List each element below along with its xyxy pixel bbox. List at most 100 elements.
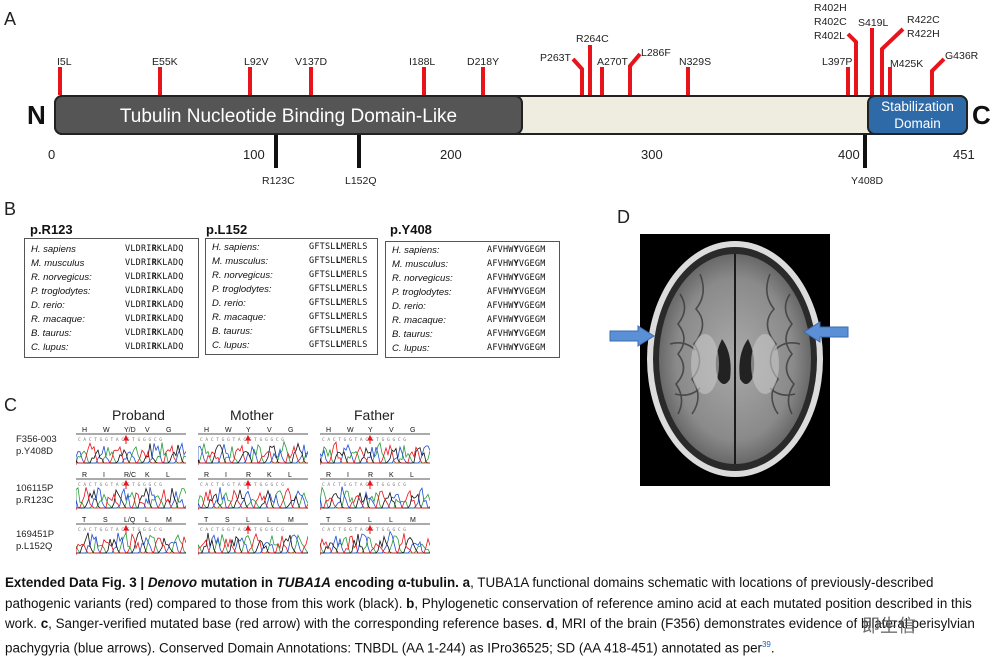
base-call-row: C A C T G G T A C G T G G G C G: [200, 527, 284, 533]
base-call-row: C A C T G G T A C G T G G G C G: [78, 482, 162, 488]
brain-mri-image: [640, 234, 830, 486]
variant-label-i5l: I5L: [57, 56, 72, 68]
codon-label: Y/D: [124, 427, 136, 434]
variant-arrow-icon: [367, 524, 373, 534]
new-variant-label-r123c: R123C: [262, 175, 295, 187]
trace-line: [198, 487, 308, 510]
variant-label-a270t: A270T: [597, 56, 628, 68]
n-terminus-label: N: [27, 100, 46, 130]
codon-label: S: [225, 517, 230, 524]
codon-label: L: [267, 517, 271, 524]
caption-b-text: , Phylogenetic conservation of reference…: [5, 595, 972, 632]
codon-label: W: [225, 427, 232, 434]
species-label: B. taurus:: [212, 326, 253, 337]
caption-reference[interactable]: 39: [761, 639, 771, 649]
trace-line: [320, 533, 430, 555]
mri-arrow-left-icon: [609, 325, 655, 347]
conservation-title-l152: p.L152: [206, 222, 248, 237]
variant-bar-m425k: [888, 67, 892, 95]
new-variant-bar-l152q: [357, 135, 361, 168]
species-label: R. macaque:: [212, 312, 266, 323]
codon-label: R: [326, 472, 331, 479]
species-label: H. sapiens: [31, 244, 76, 255]
species-label: C. lupus:: [212, 340, 250, 351]
variant-bar-p263t: [571, 57, 584, 95]
codon-label: G: [410, 427, 415, 434]
trace-line: [76, 487, 186, 510]
variant-arrow-icon: [245, 479, 251, 489]
species-label: D. rerio:: [392, 301, 426, 312]
trace-line: [320, 533, 430, 555]
variant-label-e55k: E55K: [152, 56, 178, 68]
variant-bar-a270t: [600, 67, 604, 95]
trace-line: [198, 487, 308, 510]
codon-label: G: [288, 427, 293, 434]
new-variant-bar-y408d: [863, 135, 867, 168]
variant-bar-l92v: [248, 67, 252, 95]
base-call-row: C A C T G G T A C G T G G G C G: [322, 437, 406, 443]
scale-tick-451: 451: [953, 147, 975, 162]
trace-line: [320, 486, 430, 510]
codon-label: R/C: [124, 472, 136, 479]
codon-label: K: [145, 472, 150, 479]
codon-label: L: [389, 517, 393, 524]
trace-line: [198, 532, 308, 555]
codon-label: L: [246, 517, 250, 524]
variant-label-r264c: R264C: [576, 33, 609, 45]
trace-line: [198, 440, 308, 465]
caption-title-italic-1: Denovo: [147, 575, 197, 590]
scale-tick-300: 300: [641, 147, 663, 162]
codon-label: I: [225, 472, 227, 479]
codon-label: L: [288, 472, 292, 479]
base-call-row: C A C T G G T A C G T G G G C G: [200, 437, 284, 443]
base-call-row: C A C T G G T A C G T G G G C G: [78, 437, 162, 443]
panel-a-letter: A: [4, 9, 17, 29]
trace-line: [76, 442, 186, 465]
codon-label: L: [145, 517, 149, 524]
variant-bar-r422: [880, 27, 905, 95]
variant-arrow-icon: [123, 479, 129, 489]
panel-b-letter: B: [4, 199, 17, 219]
caption-title-mid: mutation in: [197, 575, 277, 590]
variant-label-n329s: N329S: [679, 56, 712, 68]
codon-label: V: [389, 427, 394, 434]
variant-label-l92v: L92V: [244, 56, 269, 68]
variant-label-r402l: R402L: [814, 30, 845, 42]
species-label: H. sapiens:: [392, 245, 440, 256]
conservation-box-y408: H. sapiens:AFVHWYVGEGM M. musculus:AFVHW…: [385, 241, 560, 358]
trace-line: [76, 487, 186, 510]
trace-line: [76, 530, 186, 555]
variant-bar-n329s: [686, 67, 690, 95]
codon-label: R: [368, 472, 373, 479]
caption-a-label: a: [458, 575, 471, 590]
watermark-text: 即生信: [862, 616, 916, 637]
variant-bar-s419l: [870, 28, 874, 95]
variant-label-r402h: R402H: [814, 2, 847, 14]
codon-label: T: [82, 517, 87, 524]
codon-label: T: [204, 517, 209, 524]
variant-label-s419l: S419L: [858, 17, 889, 29]
variant-label-l397p: L397P: [822, 56, 853, 68]
species-label: P. troglodytes:: [392, 287, 452, 298]
variant-bar-d218y: [481, 67, 485, 95]
base-call-row: C A C T G G T A C G T G G G C G: [322, 527, 406, 533]
codon-label: L: [166, 472, 170, 479]
codon-label: K: [389, 472, 394, 479]
column-title-father: Father: [354, 407, 395, 423]
variant-arrow-icon: [245, 434, 251, 444]
species-label: C. lupus:: [31, 342, 69, 353]
variant-label-v137d: V137D: [295, 56, 328, 68]
tnbdl-domain-label: Tubulin Nucleotide Binding Domain-Like: [119, 106, 458, 127]
caption-a-text: , TUBA1A functional domains schematic wi…: [5, 575, 934, 611]
